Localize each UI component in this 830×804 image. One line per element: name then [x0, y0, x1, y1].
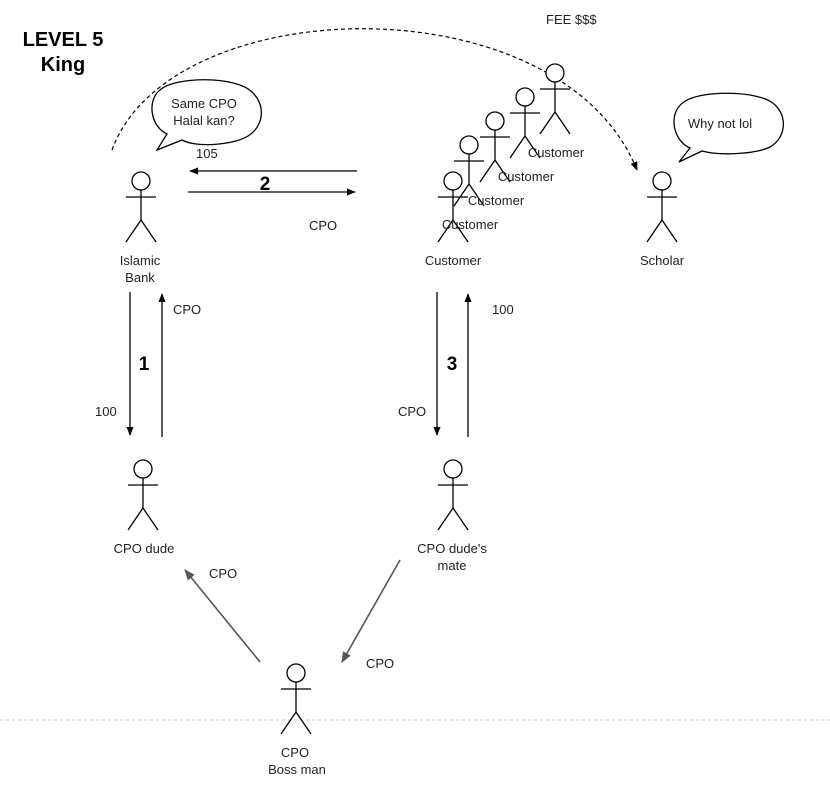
customer-actor [437, 171, 469, 243]
cpo-dude-mate-label-line2: mate [438, 558, 467, 573]
flow-cpo-to-mate-label: CPO [398, 404, 426, 419]
step-2-label: 2 [260, 174, 271, 195]
islamic-bank-actor [125, 171, 157, 243]
boss-man-actor [280, 663, 312, 735]
flow-boss-cpo-label: CPO [209, 566, 237, 581]
cpo-dude-label: CPO dude [114, 541, 175, 556]
islamic-bank-label-line2: Bank [125, 270, 155, 285]
islamic-bank-label-line1: Islamic [120, 253, 161, 268]
scholar-speech-bubble: Why not lol [673, 92, 784, 163]
boss-man-label-line2: Boss man [268, 762, 326, 777]
customer-stack-label-2: Customer [468, 193, 525, 208]
bank-bubble-line2: Halal kan? [173, 113, 234, 128]
fee-curve-arrow [111, 28, 638, 171]
scholar-label: Scholar [640, 253, 685, 268]
customer-stack-actor-4 [539, 63, 571, 135]
flow-cpo-to-bank-label: CPO [173, 302, 201, 317]
flow-100-to-dude-label: 100 [95, 404, 117, 419]
scholar-actor [646, 171, 678, 243]
level-subtitle: King [41, 54, 85, 76]
scholar-bubble-text: Why not lol [688, 116, 752, 131]
flow-100-to-customer-label: 100 [492, 302, 514, 317]
customer-stack-label-3: Customer [498, 169, 555, 184]
customer-stack-actor-1 [453, 135, 485, 207]
bank-speech-bubble: Same CPO Halal kan? [151, 79, 262, 152]
cpo-dude-mate-actor [437, 459, 469, 531]
flow-mate-cpo-label: CPO [366, 656, 394, 671]
bank-bubble-line1: Same CPO [171, 96, 237, 111]
level-title: LEVEL 5 [23, 29, 104, 51]
cpo-dude-actor [127, 459, 159, 531]
flow-cpo-to-customer-label: CPO [309, 218, 337, 233]
customer-stack-actor-3 [509, 87, 541, 159]
step-3-label: 3 [447, 354, 458, 375]
mate-to-boss-arrow [341, 559, 401, 663]
step-1-label: 1 [139, 354, 150, 375]
flow-105-label: 105 [196, 146, 218, 161]
boss-man-label-line1: CPO [281, 745, 309, 760]
cpo-dude-mate-label-line1: CPO dude's [417, 541, 487, 556]
customer-label: Customer [425, 253, 482, 268]
customer-stack-label-1: Customer [442, 217, 499, 232]
boss-to-dude-arrow [184, 569, 261, 663]
fee-label: FEE $$$ [546, 12, 597, 27]
customer-stack-actor-2 [479, 111, 511, 183]
customer-stack-label-4: Customer [528, 145, 585, 160]
